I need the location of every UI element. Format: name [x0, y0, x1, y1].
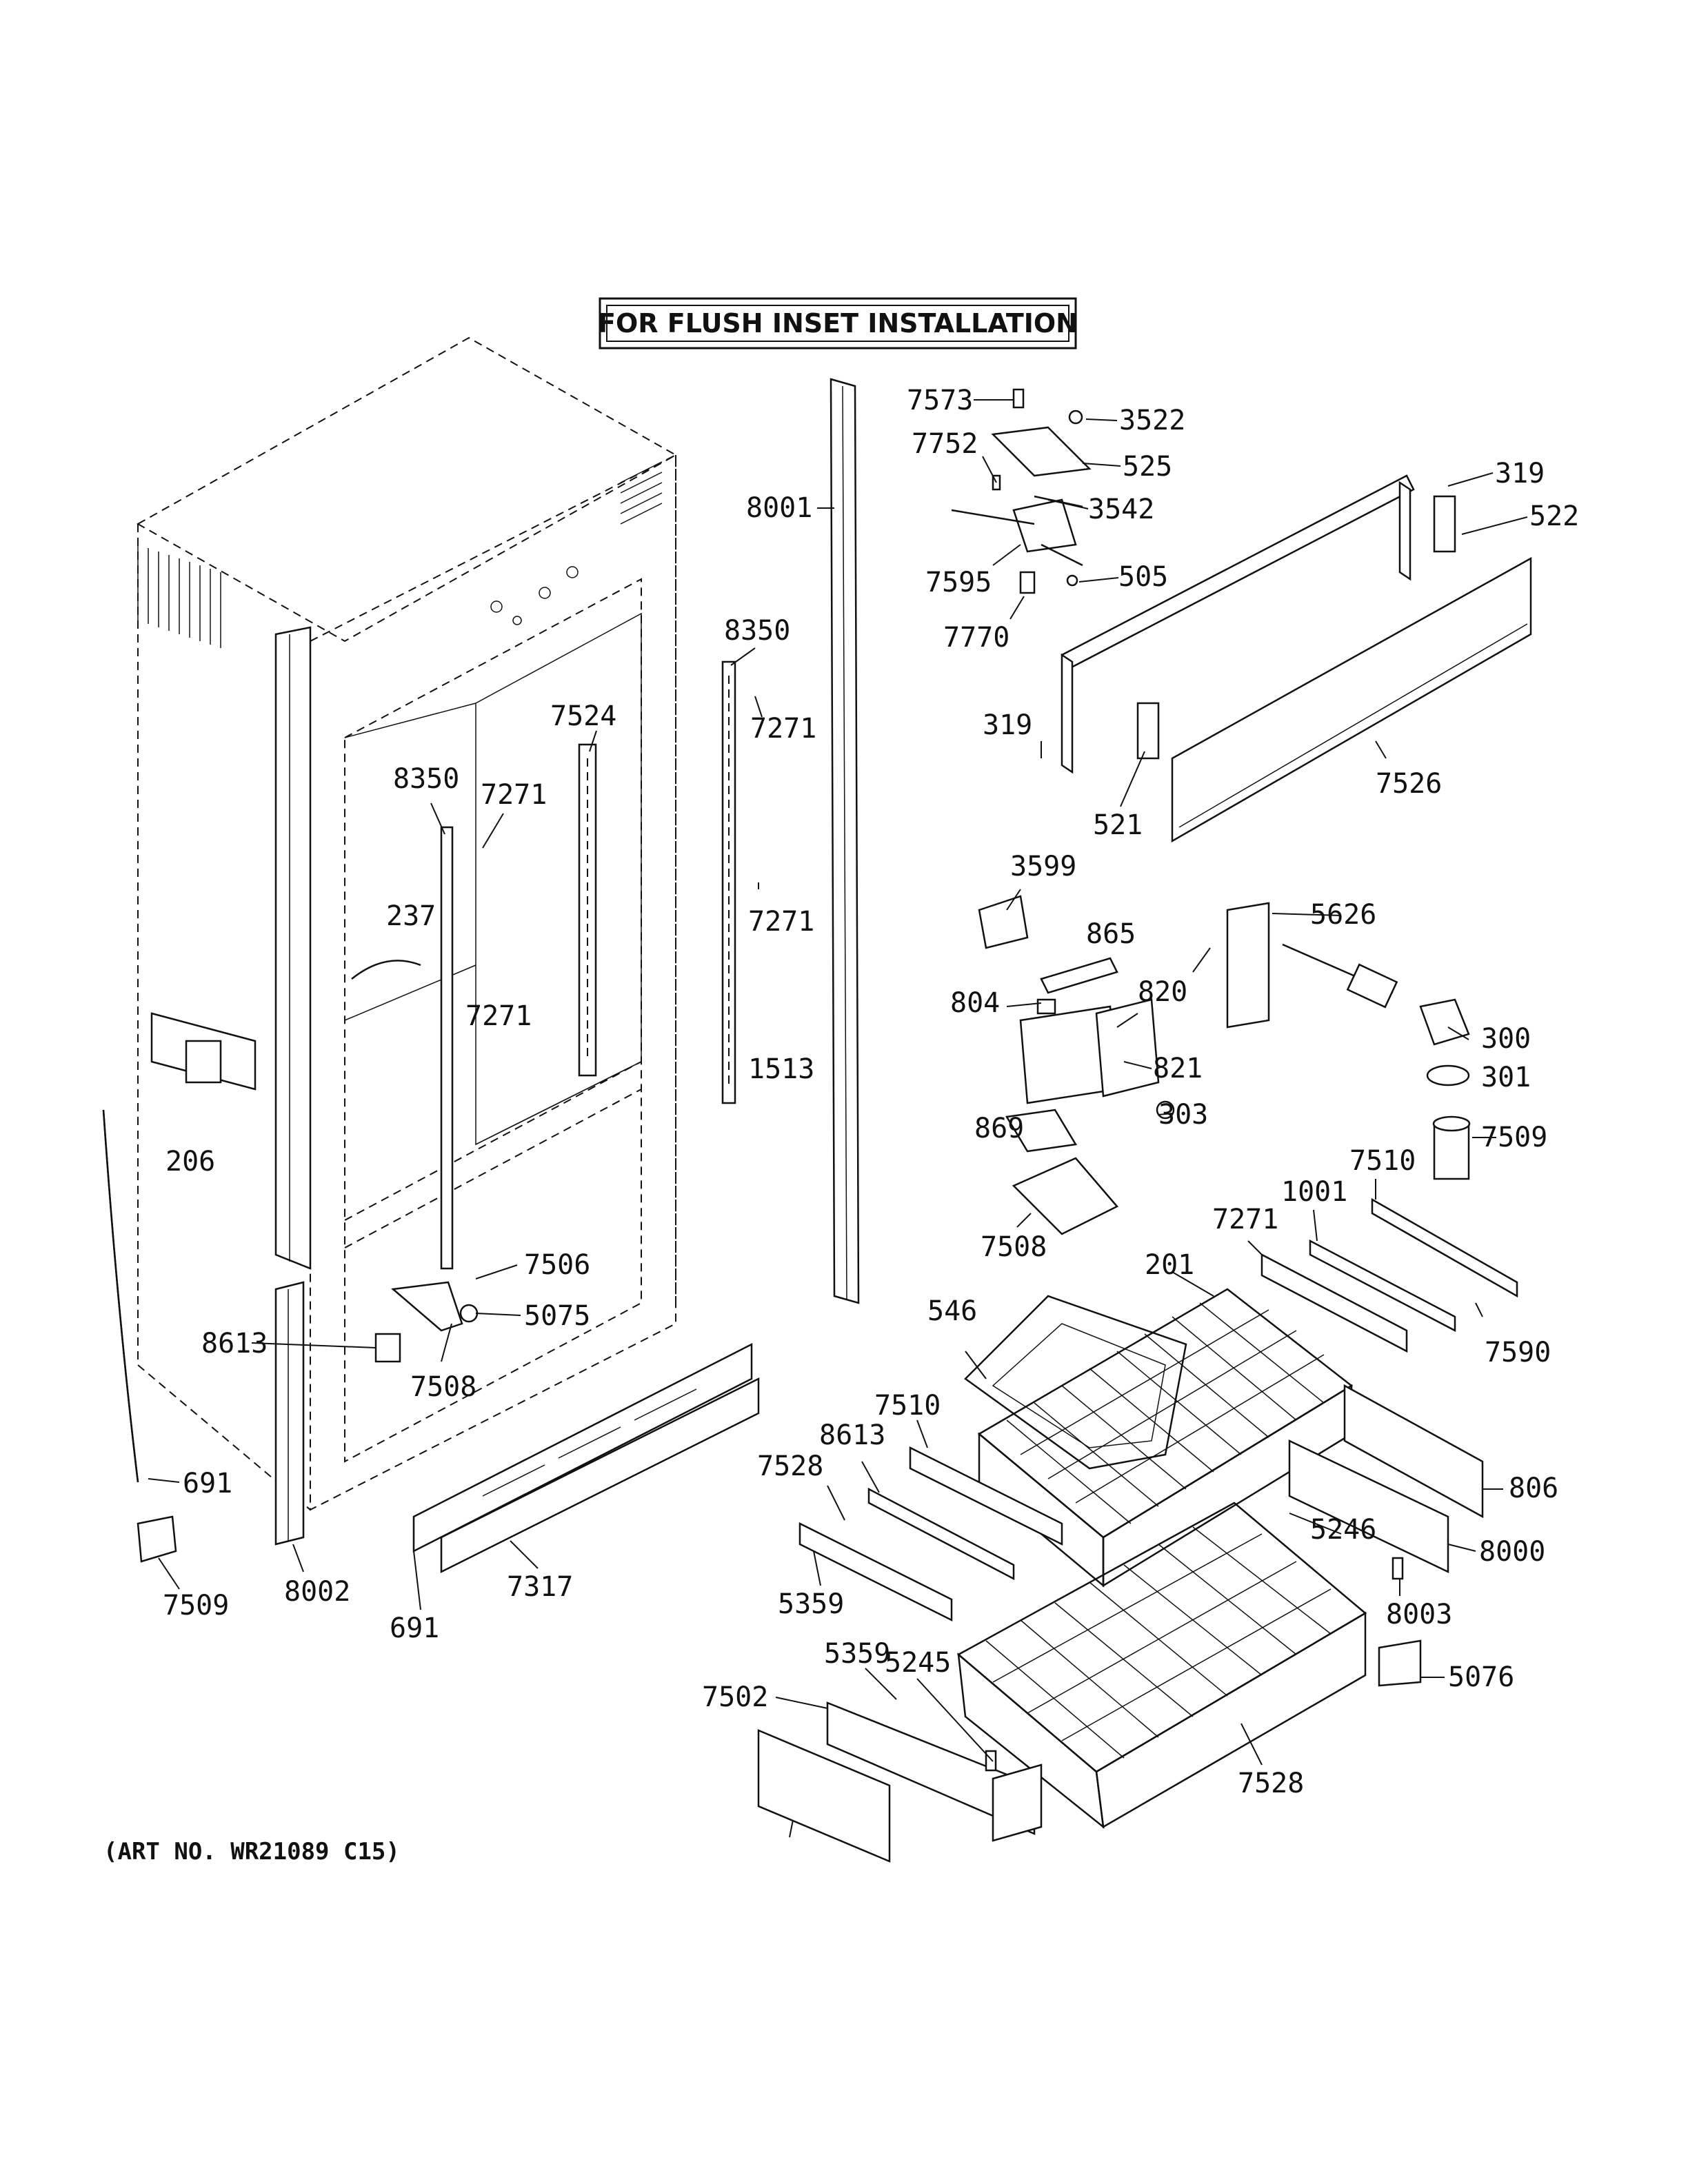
callout-label: 5245 [885, 1647, 951, 1679]
callout-label: 3599 [1010, 851, 1076, 882]
basket-5076-drawing [956, 1502, 1367, 1829]
callout-label: 521 [1093, 809, 1143, 841]
callout-label: 804 [950, 987, 1000, 1019]
callout-label: 7595 [925, 567, 992, 598]
callout-label: 7502 [702, 1681, 768, 1713]
callout-label: 8000 [1479, 1536, 1545, 1568]
callout-label: 691 [390, 1612, 439, 1644]
callout-label: 7509 [1481, 1122, 1547, 1153]
callout-label: 7271 [748, 906, 814, 938]
callout-label: 7506 [524, 1249, 590, 1281]
callout-label: 522 [1529, 501, 1579, 532]
gasket-806-drawing [102, 1109, 139, 1483]
callout-label: 303 [1158, 1099, 1208, 1131]
callout-label: 319 [983, 709, 1032, 741]
top-hinge-drawing [951, 388, 1092, 594]
callout-label: 1001 [1281, 1176, 1347, 1208]
icemaker-drawing [978, 895, 1175, 1153]
callout-label: 7271 [1212, 1204, 1278, 1235]
callout-label: 5075 [524, 1300, 590, 1332]
callout-label: 5076 [1448, 1661, 1514, 1693]
part-546-drawing [374, 1333, 401, 1363]
callout-label: 7770 [943, 622, 1009, 654]
callout-label: 8613 [201, 1328, 268, 1359]
callout-label: 820 [1138, 976, 1187, 1008]
bracket-7590-drawing [391, 1281, 463, 1332]
callout-label: 7573 [907, 385, 973, 416]
part-1001-drawing [1012, 1157, 1118, 1235]
callout-label: 8002 [284, 1576, 350, 1608]
callout-label: 7271 [465, 1000, 532, 1032]
clip-7317-drawing [137, 1515, 177, 1563]
callout-label: 8350 [724, 615, 790, 647]
callout-label: 7317 [507, 1571, 573, 1603]
side-panels-left-drawing [757, 1701, 1043, 1863]
callout-label: 546 [927, 1295, 977, 1327]
side-panels-right-drawing [1288, 1384, 1484, 1687]
trim-8000-drawing [274, 626, 312, 1546]
callout-label: 8003 [1386, 1599, 1452, 1630]
callout-label: 301 [1481, 1062, 1531, 1093]
callout-label: 7271 [750, 713, 816, 745]
callout-labels: 7573 3522 7752 525 3542 319 522 8001 759… [163, 385, 1579, 1799]
callout-label: 806 [1509, 1473, 1558, 1504]
callout-label: 7508 [981, 1231, 1047, 1263]
callout-label: 525 [1123, 451, 1172, 483]
callout-label: 237 [386, 900, 436, 932]
callout-label: 8001 [746, 492, 812, 524]
slides-right-drawing [1260, 1197, 1518, 1353]
leader-lines [148, 399, 1528, 1838]
callout-label: 8350 [393, 763, 459, 795]
callout-label: 319 [1495, 458, 1545, 489]
callout-label: 7528 [1238, 1768, 1304, 1799]
callout-label: 869 [974, 1113, 1024, 1144]
callout-label: 206 [165, 1146, 215, 1177]
callout-label: 865 [1086, 918, 1136, 950]
callout-label: 5626 [1310, 899, 1376, 931]
callout-label: 7510 [1349, 1145, 1416, 1177]
callout-label: 5359 [778, 1588, 844, 1620]
callout-label: 7509 [163, 1590, 229, 1621]
callout-label: 7510 [874, 1390, 941, 1422]
callout-label: 3522 [1119, 405, 1185, 436]
callout-label: 7508 [410, 1371, 476, 1403]
art-number: (ART NO. WR21089 C15) [103, 1838, 400, 1866]
callout-label: 7524 [550, 700, 616, 732]
callout-label: 7528 [757, 1450, 823, 1482]
callout-label: 3542 [1088, 494, 1154, 525]
callout-label: 821 [1153, 1053, 1203, 1084]
callout-label: 5359 [824, 1638, 890, 1670]
callout-label: 7271 [481, 779, 547, 811]
diagram-title: FOR FLUSH INSET INSTALLATION [598, 308, 1078, 338]
callout-label: 5246 [1310, 1514, 1376, 1546]
callout-label: 1513 [748, 1053, 814, 1085]
bin-5075-drawing [964, 1295, 1187, 1470]
callout-label: 8613 [819, 1419, 885, 1451]
water-assembly-drawing [1226, 902, 1471, 1180]
callout-label: 505 [1118, 561, 1168, 593]
title-box: FOR FLUSH INSET INSTALLATION [598, 297, 1078, 350]
callout-label: 7526 [1376, 768, 1442, 800]
kickplate-drawing [412, 1342, 760, 1574]
slides-left-drawing [798, 1446, 1063, 1622]
callout-label: 7590 [1485, 1337, 1551, 1368]
callout-label: 300 [1481, 1023, 1531, 1055]
rail-8350-left-drawing [440, 826, 454, 1270]
callout-label: 7752 [912, 428, 978, 460]
callout-label: 201 [1145, 1249, 1194, 1281]
top-frame-drawing [1061, 474, 1532, 843]
hinge-1513-drawing [150, 1012, 257, 1091]
callout-label: 691 [183, 1468, 232, 1499]
